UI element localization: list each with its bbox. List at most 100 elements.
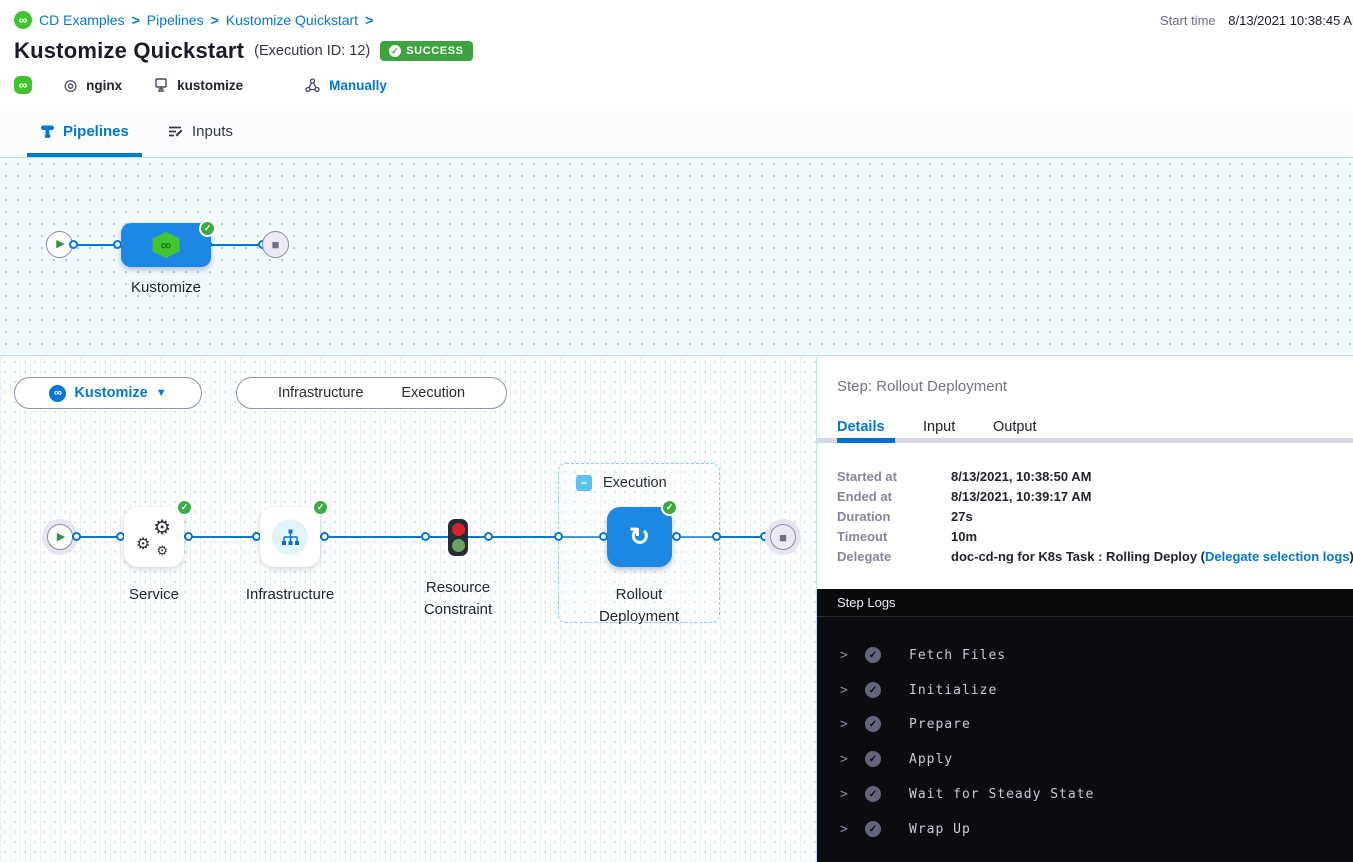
detail-value: 8/13/2021, 10:39:17 AM bbox=[951, 489, 1091, 504]
step-logs-title: Step Logs bbox=[837, 595, 896, 610]
detail-label: Ended at bbox=[837, 489, 892, 504]
step-success-icon: ✓ bbox=[176, 499, 193, 516]
page-title: Kustomize Quickstart bbox=[14, 38, 244, 64]
status-badge-label: SUCCESS bbox=[406, 45, 463, 57]
delegate-value-suffix: ) bbox=[1350, 549, 1353, 564]
stage-select-dropdown[interactable]: ∞ Kustomize ▼ bbox=[14, 377, 202, 409]
step-logs-header: Step Logs bbox=[817, 589, 1353, 617]
harness-app-icon: ∞ bbox=[14, 76, 32, 94]
detail-value: 10m bbox=[951, 529, 977, 544]
step-node-infrastructure[interactable] bbox=[260, 507, 320, 567]
harness-cd-stage-icon: ∞ bbox=[151, 232, 181, 258]
step-node-resource-constraint[interactable] bbox=[448, 519, 468, 556]
chevron-down-icon: ▼ bbox=[156, 387, 167, 399]
harness-stage-icon: ∞ bbox=[49, 385, 66, 402]
log-section-label: Apply bbox=[909, 752, 953, 767]
panel-tab-input[interactable]: Input bbox=[923, 419, 955, 435]
log-section-label: Wrap Up bbox=[909, 822, 971, 837]
chevron-right-icon[interactable]: > bbox=[840, 822, 848, 837]
step-graph-canvas[interactable]: ∞ Kustomize ▼ Infrastructure Execution ▶… bbox=[0, 357, 816, 862]
breadcrumb-kustomize-quickstart[interactable]: Kustomize Quickstart bbox=[226, 12, 358, 28]
edge-port bbox=[760, 532, 769, 541]
breadcrumb-cd-examples[interactable]: CD Examples bbox=[39, 12, 125, 28]
panel-tab-track bbox=[817, 438, 1353, 443]
main-tabbar: Pipelines Inputs bbox=[0, 110, 1353, 157]
stage-graph-canvas[interactable]: ▶ ∞ ✓ ■ Kustomize bbox=[0, 157, 1353, 356]
step-node-service[interactable]: ⚙ ⚙ ⚙ bbox=[124, 507, 184, 567]
edge-port bbox=[184, 532, 193, 541]
edge-port bbox=[69, 240, 78, 249]
execution-group-header: − Execution bbox=[576, 475, 667, 491]
log-section-label: Initialize bbox=[909, 683, 997, 698]
play-icon: ▶ bbox=[57, 532, 65, 543]
detail-label: Timeout bbox=[837, 529, 887, 544]
detail-row-duration: Duration 27s bbox=[837, 509, 1337, 529]
stage-select-label: Kustomize bbox=[74, 385, 147, 401]
log-section-wrap-up[interactable]: > ✓ Wrap Up bbox=[817, 819, 1353, 839]
infra-exec-toggle: Infrastructure Execution bbox=[236, 377, 507, 409]
service-gears-icon: ⚙ ⚙ ⚙ bbox=[137, 520, 171, 554]
trigger-manually-link[interactable]: Manually bbox=[329, 78, 387, 93]
step-end-node[interactable]: ■ bbox=[770, 524, 796, 550]
log-section-label: Wait for Steady State bbox=[909, 787, 1094, 802]
service-icon: ◎ bbox=[64, 76, 77, 94]
chevron-right-icon[interactable]: > bbox=[840, 752, 848, 767]
breadcrumb-pipelines[interactable]: Pipelines bbox=[147, 12, 204, 28]
log-section-fetch-files[interactable]: > ✓ Fetch Files bbox=[817, 645, 1353, 665]
start-time-value: 8/13/2021 10:38:45 AM bbox=[1228, 13, 1353, 28]
check-icon: ✓ bbox=[389, 45, 401, 57]
step-label-rollout-deployment[interactable]: Rollout Deployment bbox=[593, 584, 685, 628]
panel-tab-output[interactable]: Output bbox=[993, 419, 1037, 435]
step-label-resource-constraint[interactable]: Resource Constraint bbox=[408, 577, 508, 621]
pipeline-end-node[interactable]: ■ bbox=[262, 231, 289, 258]
execution-group-label: Execution bbox=[603, 475, 667, 491]
log-section-label: Prepare bbox=[909, 717, 971, 732]
toggle-execution[interactable]: Execution bbox=[401, 385, 465, 401]
step-start-node[interactable]: ▶ bbox=[47, 524, 73, 550]
step-logs-console[interactable]: > ✓ Fetch Files > ✓ Initialize > ✓ Prepa… bbox=[817, 617, 1353, 862]
inputs-icon bbox=[168, 124, 184, 139]
panel-tab-details[interactable]: Details bbox=[837, 419, 885, 435]
edge-port bbox=[554, 532, 563, 541]
environment-tag: kustomize bbox=[177, 78, 243, 93]
page-header: ∞ CD Examples > Pipelines > Kustomize Qu… bbox=[0, 0, 1353, 110]
log-section-initialize[interactable]: > ✓ Initialize bbox=[817, 680, 1353, 700]
step-details-panel: Step: Rollout Deployment Details Input O… bbox=[816, 357, 1353, 862]
log-success-icon: ✓ bbox=[865, 682, 881, 698]
toggle-infrastructure[interactable]: Infrastructure bbox=[278, 385, 363, 401]
detail-row-delegate: Delegate doc-cd-ng for K8s Task : Rollin… bbox=[837, 549, 1337, 569]
delegate-selection-logs-link[interactable]: Delegate selection logs bbox=[1205, 549, 1350, 564]
step-label-infrastructure[interactable]: Infrastructure bbox=[236, 584, 344, 606]
chevron-right-icon[interactable]: > bbox=[840, 683, 848, 698]
step-success-icon: ✓ bbox=[661, 499, 678, 516]
red-light-icon bbox=[452, 523, 465, 536]
log-success-icon: ✓ bbox=[865, 647, 881, 663]
chevron-right-icon[interactable]: > bbox=[840, 787, 848, 802]
collapse-minus-icon[interactable]: − bbox=[576, 475, 592, 491]
stage-node-kustomize[interactable]: ∞ bbox=[121, 223, 211, 267]
green-light-icon bbox=[452, 539, 465, 552]
execution-id: (Execution ID: 12) bbox=[254, 43, 370, 59]
log-section-wait-for-steady-state[interactable]: > ✓ Wait for Steady State bbox=[817, 784, 1353, 804]
chevron-right-icon[interactable]: > bbox=[840, 648, 848, 663]
tab-pipelines[interactable]: Pipelines bbox=[40, 123, 129, 140]
edge-port bbox=[421, 532, 430, 541]
panel-tab-indicator bbox=[837, 438, 895, 443]
pipelines-icon bbox=[40, 124, 55, 139]
step-label-service[interactable]: Service bbox=[110, 584, 198, 606]
tab-inputs[interactable]: Inputs bbox=[168, 123, 233, 140]
stage-label[interactable]: Kustomize bbox=[121, 277, 211, 299]
breadcrumb-separator-icon: > bbox=[132, 12, 140, 28]
tab-inputs-label: Inputs bbox=[192, 123, 233, 140]
breadcrumb-separator-icon: > bbox=[211, 12, 219, 28]
detail-row-started-at: Started at 8/13/2021, 10:38:50 AM bbox=[837, 469, 1337, 489]
log-section-apply[interactable]: > ✓ Apply bbox=[817, 749, 1353, 769]
detail-row-ended-at: Ended at 8/13/2021, 10:39:17 AM bbox=[837, 489, 1337, 509]
step-node-rollout-deployment[interactable]: ↻ bbox=[607, 507, 672, 567]
trigger-icon bbox=[305, 78, 320, 93]
log-success-icon: ✓ bbox=[865, 786, 881, 802]
chevron-right-icon[interactable]: > bbox=[840, 717, 848, 732]
status-badge: ✓ SUCCESS bbox=[380, 41, 472, 61]
log-section-prepare[interactable]: > ✓ Prepare bbox=[817, 714, 1353, 734]
stop-icon: ■ bbox=[272, 238, 280, 251]
